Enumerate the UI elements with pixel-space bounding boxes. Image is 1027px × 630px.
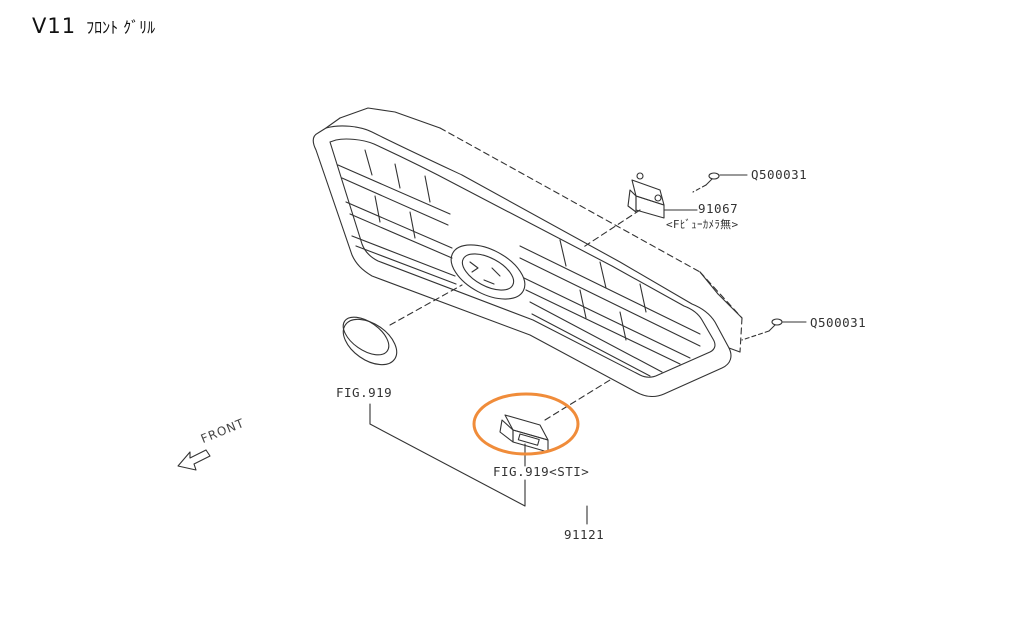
page-title: V11 ﾌﾛﾝﾄ ｸﾞﾘﾙ	[32, 14, 155, 38]
callout-q500031-right: Q500031	[810, 315, 867, 330]
section-code: V11	[32, 14, 77, 38]
screw-right	[742, 319, 782, 340]
bracket-91121	[370, 424, 525, 506]
grille-bar-3	[352, 236, 662, 372]
callout-91067-note: <Fﾋﾞｭｰｶﾒﾗ無>	[666, 218, 739, 231]
callout-91121: 91121	[564, 527, 605, 542]
grille-slats	[365, 150, 646, 340]
round-emblem-back	[335, 310, 405, 374]
grille-bar-2	[346, 202, 690, 358]
grille-inner-frame	[330, 139, 715, 377]
highlight-circle	[474, 394, 578, 454]
front-arrow-icon	[178, 450, 210, 470]
callout-fig919-sti: FIG.919<STI>	[493, 464, 590, 479]
camera-bracket	[628, 172, 664, 218]
callout-q500031-top: Q500031	[751, 167, 808, 182]
emblem-inner	[457, 246, 520, 297]
grille-top-edge	[340, 108, 440, 128]
emblem-outer	[442, 234, 533, 310]
round-emblem-front	[337, 310, 396, 363]
grille-outer-frame	[313, 126, 731, 397]
callout-fig919: FIG.919	[336, 385, 393, 400]
section-title: ﾌﾛﾝﾄ ｸﾞﾘﾙ	[86, 18, 156, 37]
callout-91067: 91067	[698, 201, 739, 216]
sti-badge	[500, 415, 548, 452]
grille-bar-1	[338, 165, 700, 334]
screw-top	[693, 173, 719, 192]
